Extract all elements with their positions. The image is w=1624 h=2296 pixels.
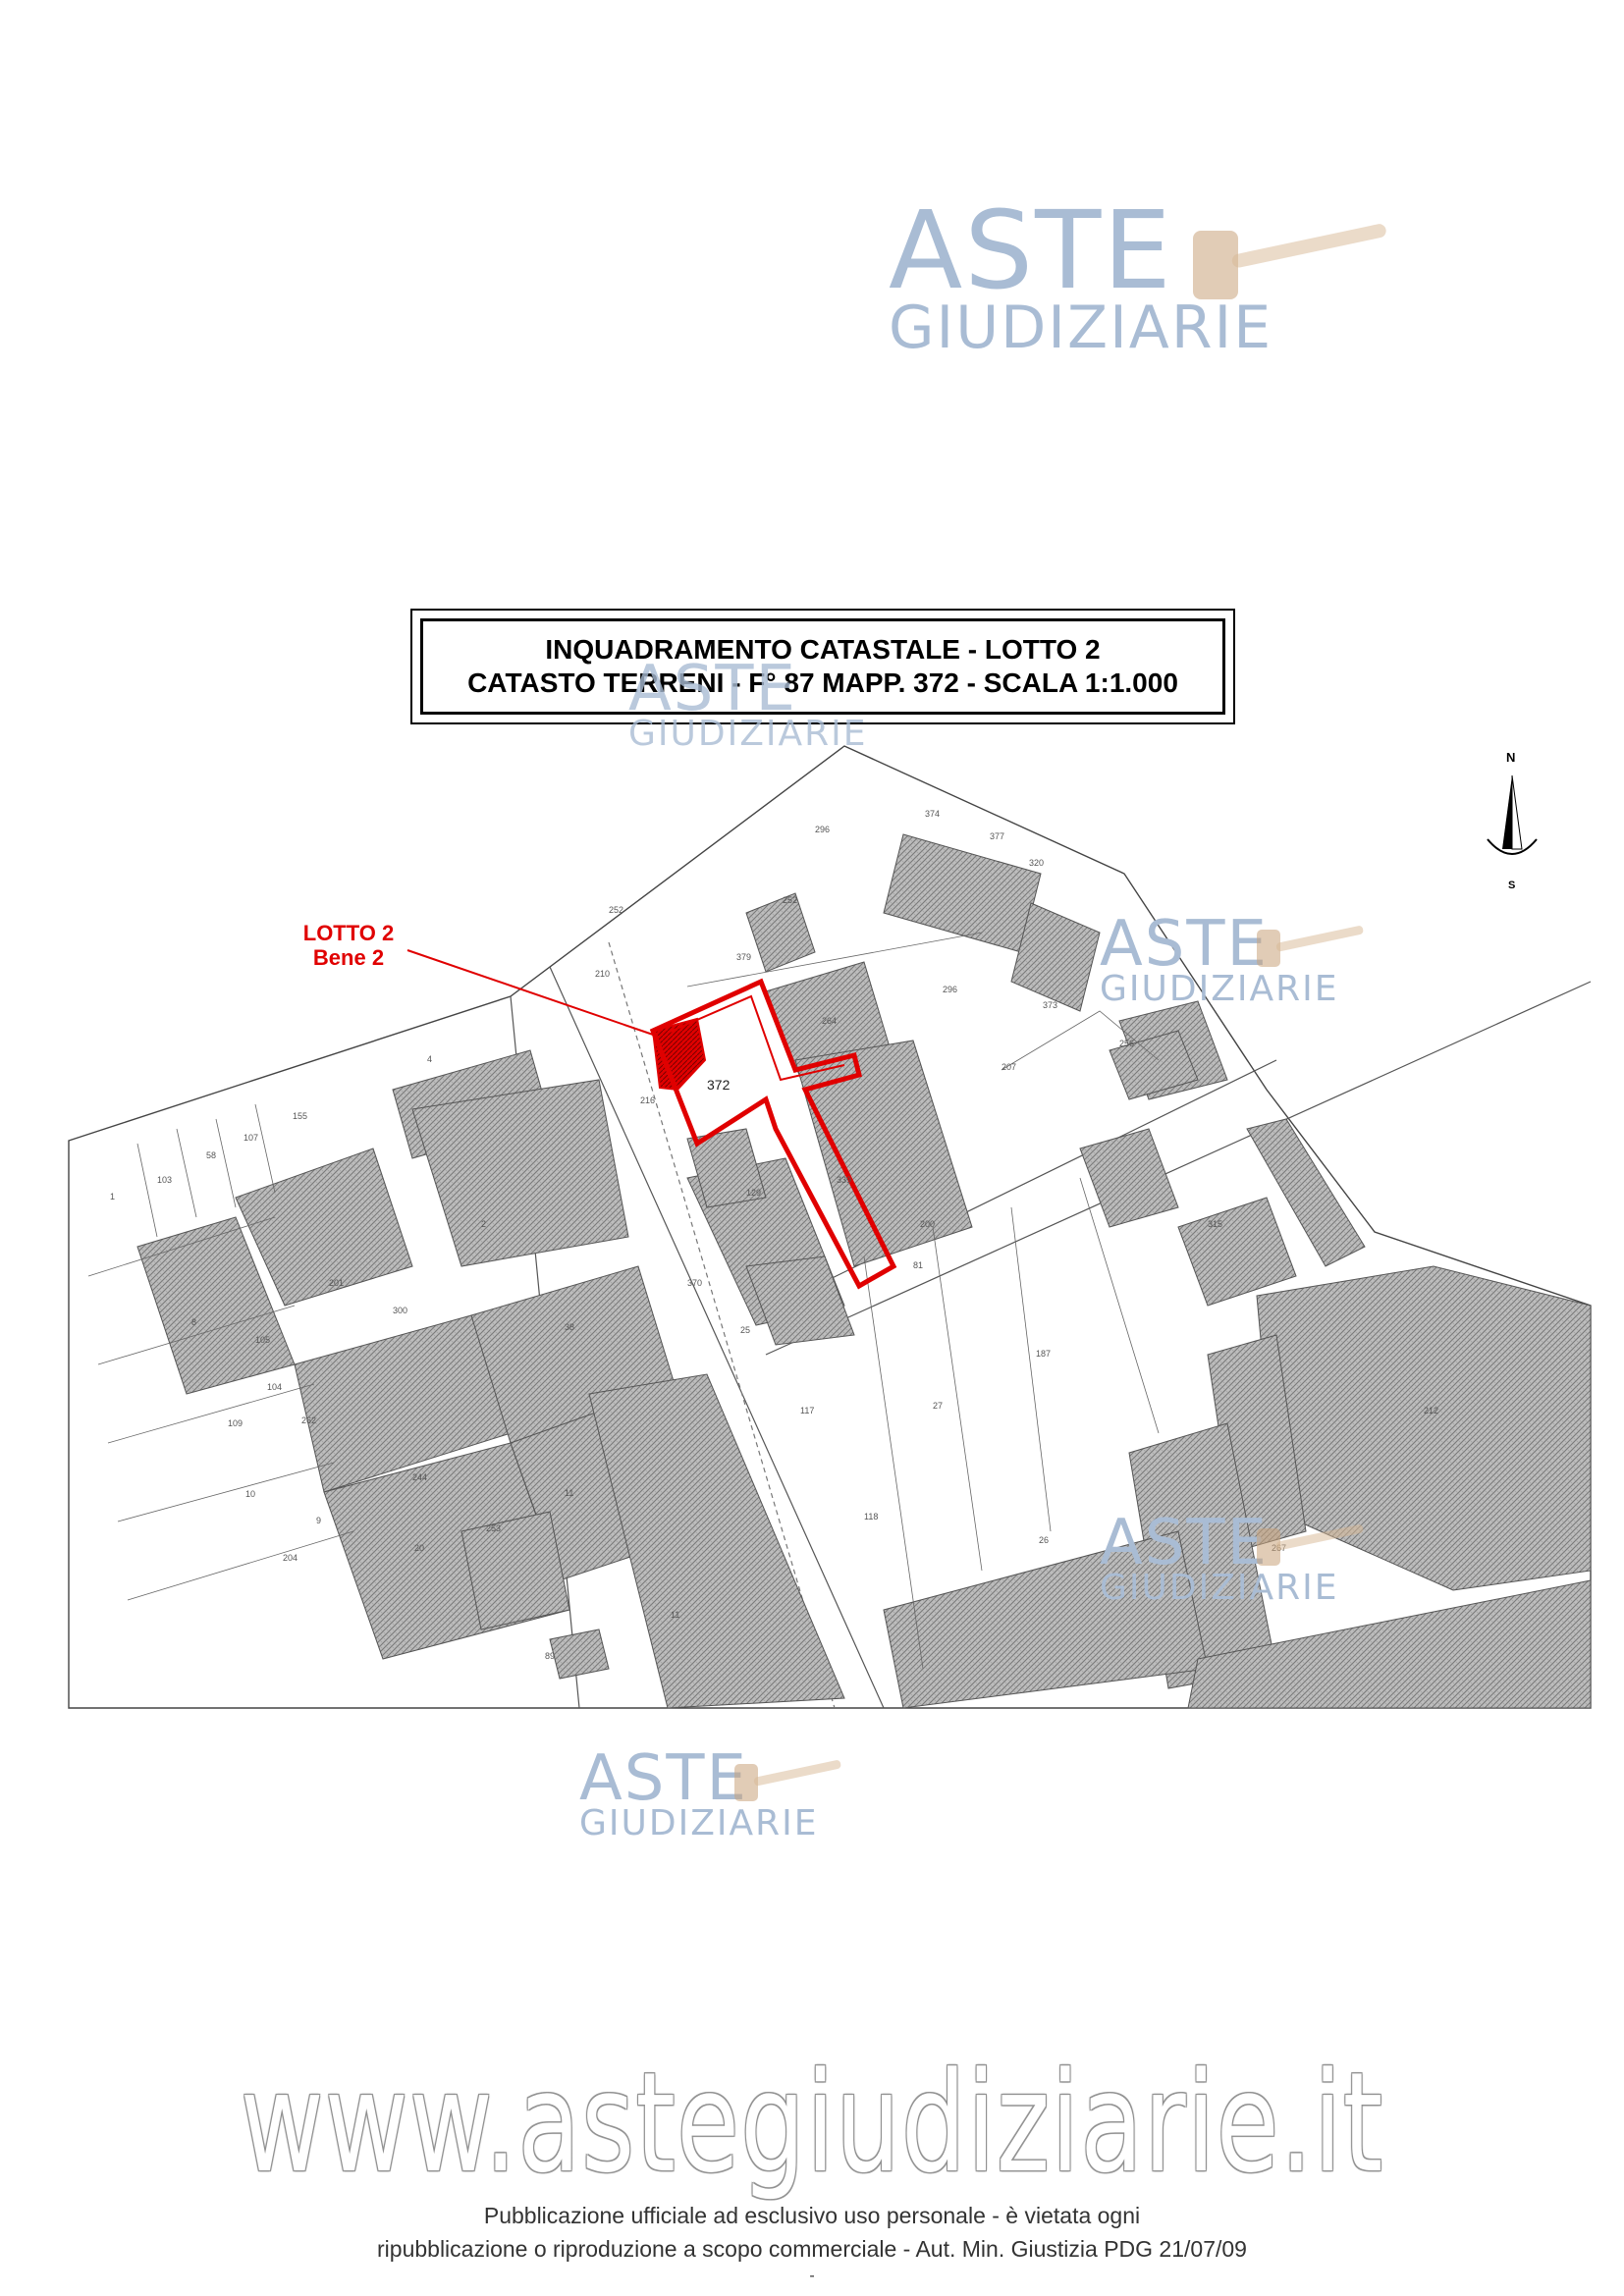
svg-text:105: 105 — [255, 1335, 270, 1345]
watermark-giudiziarie-text: GIUDIZIARIE — [889, 294, 1273, 362]
watermark-bottom: ASTE GIUDIZIARIE — [579, 1742, 819, 1843]
svg-text:296: 296 — [943, 985, 957, 994]
svg-text:315: 315 — [1208, 1219, 1222, 1229]
cadastral-map: 372 374 377 320 296 252 252 210 379 296 … — [68, 745, 1592, 1709]
svg-text:81: 81 — [913, 1260, 923, 1270]
svg-text:104: 104 — [267, 1382, 282, 1392]
footer-line-3: - — [809, 2268, 815, 2284]
title-inner-frame: INQUADRAMENTO CATASTALE - LOTTO 2 CATAST… — [420, 618, 1225, 715]
lot-label-line1: LOTTO 2 — [302, 921, 395, 945]
svg-text:S: S — [1508, 880, 1515, 891]
site-url-watermark: www.astegiudiziarie.it — [240, 2042, 1384, 2204]
svg-text:244: 244 — [412, 1472, 427, 1482]
svg-text:200: 200 — [920, 1219, 935, 1229]
title-box: INQUADRAMENTO CATASTALE - LOTTO 2 CATAST… — [410, 609, 1235, 724]
svg-text:25: 25 — [740, 1325, 750, 1335]
svg-text:252: 252 — [783, 895, 797, 905]
svg-text:9: 9 — [316, 1516, 321, 1525]
svg-text:339: 339 — [837, 1175, 851, 1185]
footer-line-2: ripubblicazione o riproduzione a scopo c… — [377, 2236, 1247, 2262]
svg-text:204: 204 — [283, 1553, 298, 1563]
svg-text:212: 212 — [1424, 1406, 1438, 1415]
svg-text:253: 253 — [486, 1523, 501, 1533]
lot-2-hatched-area — [651, 1017, 707, 1092]
svg-text:11: 11 — [565, 1488, 573, 1498]
svg-text:10: 10 — [245, 1489, 255, 1499]
title-line-2: CATASTO TERRENI - F° 87 MAPP. 372 - SCAL… — [467, 667, 1178, 698]
svg-text:262: 262 — [301, 1415, 316, 1425]
gavel-icon — [1257, 926, 1364, 967]
svg-text:252: 252 — [609, 905, 623, 915]
lot-2-outline — [649, 978, 897, 1290]
svg-text:264: 264 — [822, 1016, 837, 1026]
svg-text:201: 201 — [329, 1278, 344, 1288]
watermark-aste-text: ASTE — [889, 187, 1173, 313]
svg-text:216: 216 — [640, 1095, 655, 1105]
watermark-map-1: ASTE GIUDIZIARIE — [1100, 908, 1339, 1009]
gavel-icon — [734, 1760, 841, 1801]
svg-text:38: 38 — [565, 1322, 574, 1332]
lot-label-line2: Bene 2 — [312, 945, 385, 971]
watermark-aste-top: ASTE GIUDIZIARIE — [889, 196, 1272, 357]
svg-text:118: 118 — [864, 1512, 878, 1522]
svg-text:N: N — [1506, 750, 1515, 765]
title-line-1: INQUADRAMENTO CATASTALE - LOTTO 2 — [545, 634, 1101, 666]
svg-text:187: 187 — [1036, 1349, 1051, 1359]
svg-text:20: 20 — [414, 1543, 424, 1553]
svg-text:89: 89 — [545, 1651, 555, 1661]
svg-text:103: 103 — [157, 1175, 172, 1185]
svg-text:377: 377 — [990, 831, 1004, 841]
svg-text:207: 207 — [1001, 1062, 1016, 1072]
svg-text:117: 117 — [800, 1406, 814, 1415]
svg-text:296: 296 — [815, 825, 830, 834]
svg-text:58: 58 — [206, 1150, 216, 1160]
svg-text:1: 1 — [110, 1192, 115, 1201]
svg-text:109: 109 — [228, 1418, 243, 1428]
lot-label: LOTTO 2 Bene 2 — [295, 921, 403, 971]
svg-text:256: 256 — [1119, 1039, 1134, 1048]
watermark-map-2: ASTE GIUDIZIARIE — [1100, 1507, 1339, 1608]
gavel-icon — [1193, 224, 1386, 299]
svg-text:107: 107 — [244, 1133, 258, 1143]
svg-text:373: 373 — [1043, 1000, 1057, 1010]
footer-line-1: Pubblicazione ufficiale ad esclusivo uso… — [483, 2203, 1141, 2228]
svg-text:320: 320 — [1029, 858, 1044, 868]
watermark-title: ASTE GIUDIZIARIE — [628, 653, 868, 754]
lot-2-parcel-number: 372 — [707, 1077, 731, 1093]
svg-text:11: 11 — [671, 1610, 679, 1620]
svg-text:8: 8 — [191, 1317, 196, 1327]
svg-text:27: 27 — [933, 1401, 943, 1411]
svg-text:26: 26 — [1039, 1535, 1049, 1545]
gavel-icon — [1257, 1524, 1364, 1566]
buildings — [136, 833, 1592, 1709]
svg-text:155: 155 — [293, 1111, 307, 1121]
svg-text:300: 300 — [393, 1306, 407, 1315]
svg-text:374: 374 — [925, 809, 940, 819]
parcel-numbers: 374 377 320 296 252 252 210 379 296 373 … — [110, 809, 1438, 1661]
svg-text:379: 379 — [736, 952, 751, 962]
compass-icon: N S — [1487, 750, 1538, 891]
svg-text:129: 129 — [746, 1188, 761, 1198]
svg-text:210: 210 — [595, 969, 610, 979]
svg-text:2: 2 — [481, 1219, 486, 1229]
parcel-lines — [87, 932, 1160, 1670]
lot-2-boundary: 372 — [649, 978, 897, 1290]
svg-text:370: 370 — [687, 1278, 702, 1288]
lot-label-leader — [406, 949, 657, 1037]
svg-text:4: 4 — [427, 1054, 432, 1064]
